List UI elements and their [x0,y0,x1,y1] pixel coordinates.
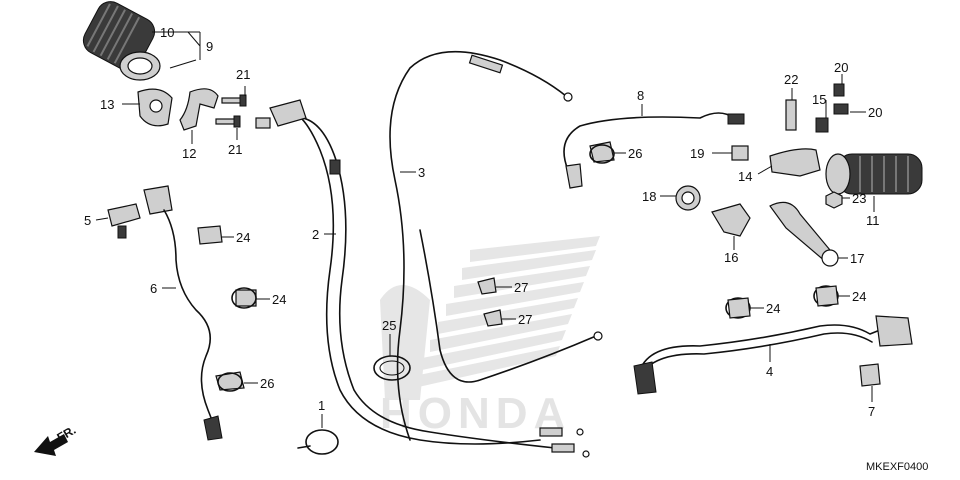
wing-watermark: HONDA [380,236,600,438]
throttle-cable [255,99,590,458]
callout-17: 17 [850,251,864,266]
nut-23 [825,191,843,209]
callout-18: 18 [642,189,656,204]
callout-26-left: 26 [260,376,274,391]
clip-26-left [215,371,245,392]
callout-21-upper: 21 [236,67,250,82]
callout-10: 10 [160,25,174,40]
clips-24-right [725,285,839,319]
callout-23: 23 [852,191,866,206]
adjuster-18 [675,185,701,211]
lever-holder-16 [711,203,751,237]
callout-25: 25 [382,318,396,333]
clutch-lever-17 [769,201,839,267]
callout-6: 6 [150,281,157,296]
callout-1: 1 [318,398,325,413]
callout-11: 11 [866,213,880,228]
clip-7 [859,363,881,387]
callout-3: 3 [418,165,425,180]
callout-24-d: 24 [852,289,866,304]
callout-26-right: 26 [628,146,642,161]
cable-clamp-ring [297,429,339,455]
callout-13: 13 [100,97,114,112]
harness-clip-5 [107,203,141,239]
clips-24-left [197,225,257,309]
callout-24-a: 24 [236,230,250,245]
callout-9: 9 [206,39,213,54]
callout-2: 2 [312,227,319,242]
throttle-grip [82,1,161,81]
clutch-cable [389,50,603,441]
cable-clips-27 [477,277,503,327]
callout-16: 16 [724,250,738,265]
callout-15: 15 [812,92,826,107]
callout-20-lower: 20 [868,105,882,120]
callout-8: 8 [637,88,644,103]
callout-24-b: 24 [272,292,286,307]
callout-14: 14 [738,169,752,184]
callout-21-lower: 21 [228,142,242,157]
housing-screws [215,94,247,128]
callout-27-b: 27 [518,312,532,327]
callout-5: 5 [84,213,91,228]
right-grip [825,153,923,195]
callout-24-c: 24 [766,301,780,316]
watermark-text: HONDA [380,389,571,438]
throttle-housing-lower [179,88,219,131]
clutch-lever-bracket [731,83,849,177]
switch-harness-left [143,185,223,441]
callout-27-a: 27 [514,280,528,295]
callout-22: 22 [784,72,798,87]
switch-harness-right-top [563,112,745,189]
callout-19: 19 [690,146,704,161]
callouts: 10 9 13 12 21 21 5 6 24 24 26 2 1 25 3 2… [84,25,882,428]
callout-7: 7 [868,404,875,419]
harness-lower-right [633,315,913,395]
throttle-housing-upper [137,88,173,127]
front-direction-arrow: FR. [34,423,78,456]
cable-band [373,355,411,381]
callout-12: 12 [182,146,196,161]
drawing-code: MKEXF0400 [866,461,928,473]
callout-20-upper: 20 [834,60,848,75]
callout-4: 4 [766,364,773,379]
